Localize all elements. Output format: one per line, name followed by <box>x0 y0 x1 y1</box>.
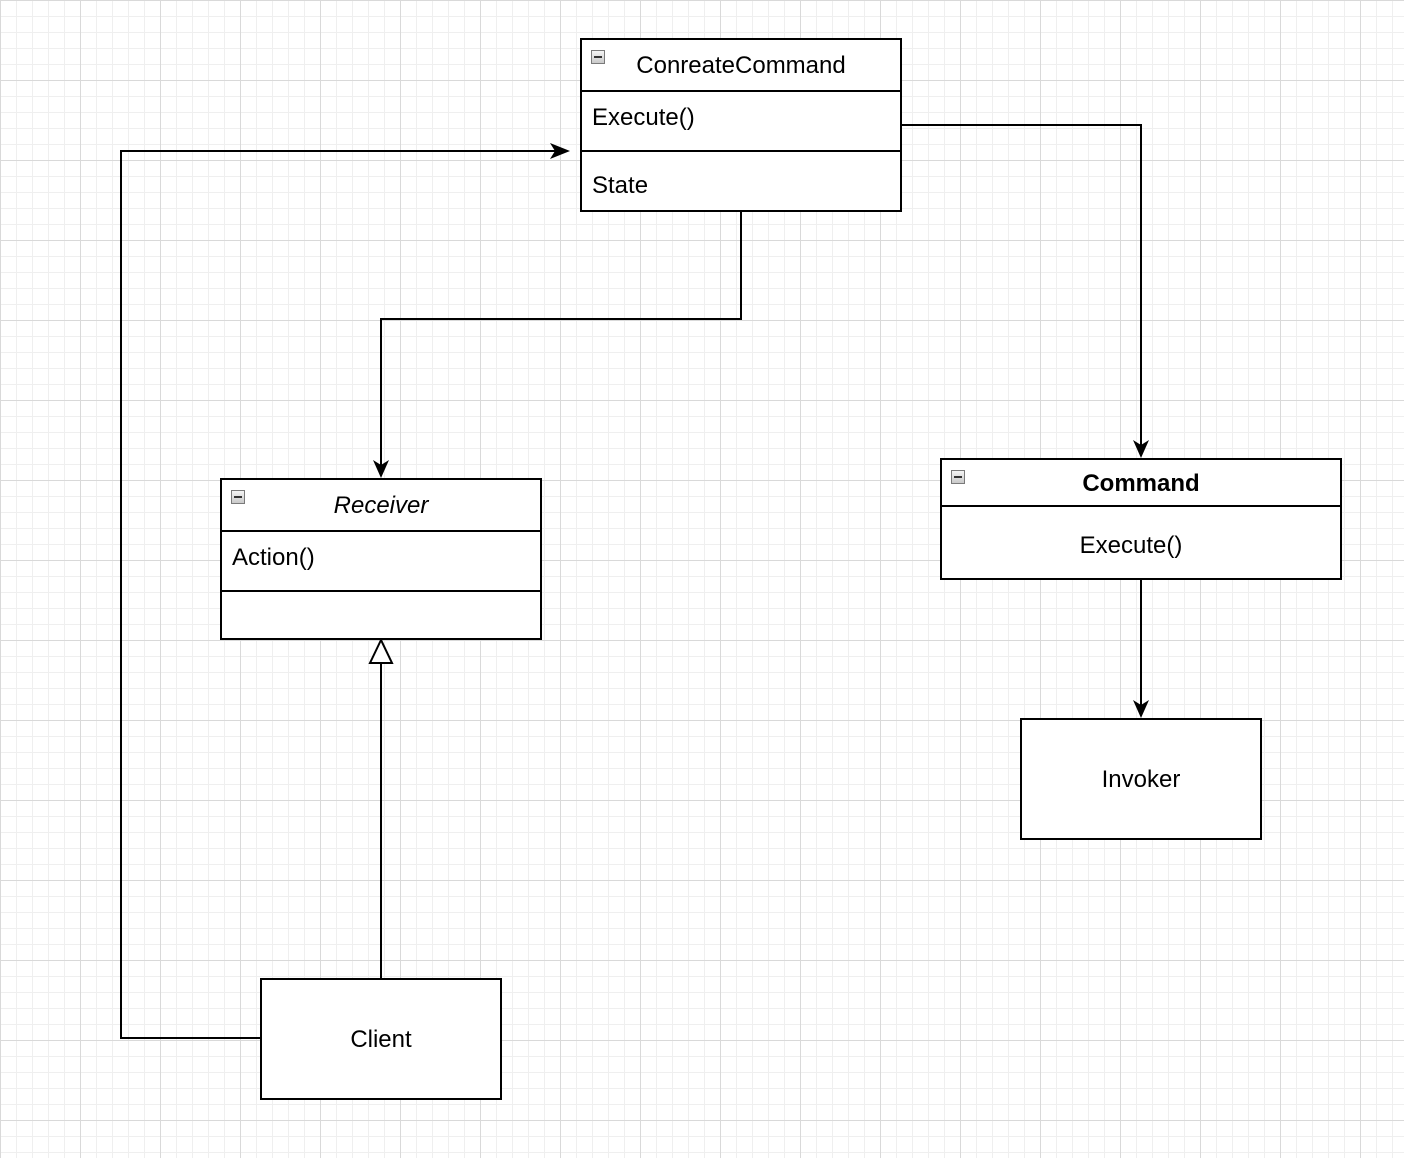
concrete-command-operation[interactable]: Execute() <box>592 104 695 131</box>
client-to-concrete-command-arrowhead <box>550 143 570 159</box>
receiver-name: Receiver <box>333 492 429 519</box>
concrete-command-to-command-edge[interactable] <box>901 124 1142 446</box>
concrete-command-attributes: State <box>582 152 900 210</box>
receiver-header: Receiver <box>222 480 540 532</box>
client-to-concrete-command-edge[interactable] <box>120 150 560 1039</box>
receiver-operations: Action() <box>222 532 540 592</box>
command-to-invoker-arrowhead <box>1133 700 1149 718</box>
concrete-command-header: ConreateCommand <box>582 40 900 92</box>
client-node[interactable]: Client <box>260 978 502 1100</box>
command-name: Command <box>1082 470 1200 497</box>
collapse-icon[interactable] <box>231 490 245 504</box>
concrete-command-to-receiver-edge[interactable] <box>380 211 742 466</box>
command-operation[interactable]: Execute() <box>1079 532 1183 559</box>
collapse-icon[interactable] <box>951 470 965 484</box>
concrete-command-to-receiver-arrowhead <box>373 460 389 478</box>
concrete-command-attribute[interactable]: State <box>592 172 649 199</box>
receiver-attributes <box>222 592 540 638</box>
concrete-command-to-command-arrowhead <box>1133 440 1149 458</box>
concrete-command-class[interactable]: ConreateCommand Execute() State <box>580 38 902 212</box>
command-class[interactable]: Command Execute() <box>940 458 1342 580</box>
command-header: Command <box>942 460 1340 507</box>
receiver-class[interactable]: Receiver Action() <box>220 478 542 640</box>
inheritance-hollow-triangle-icon <box>368 637 394 664</box>
invoker-label: Invoker <box>1101 766 1181 793</box>
collapse-icon[interactable] <box>591 50 605 64</box>
concrete-command-name: ConreateCommand <box>636 52 846 79</box>
command-operations: Execute() <box>942 507 1340 578</box>
client-label: Client <box>350 1026 412 1053</box>
receiver-operation[interactable]: Action() <box>232 544 315 571</box>
invoker-node[interactable]: Invoker <box>1020 718 1262 840</box>
concrete-command-operations: Execute() <box>582 92 900 152</box>
